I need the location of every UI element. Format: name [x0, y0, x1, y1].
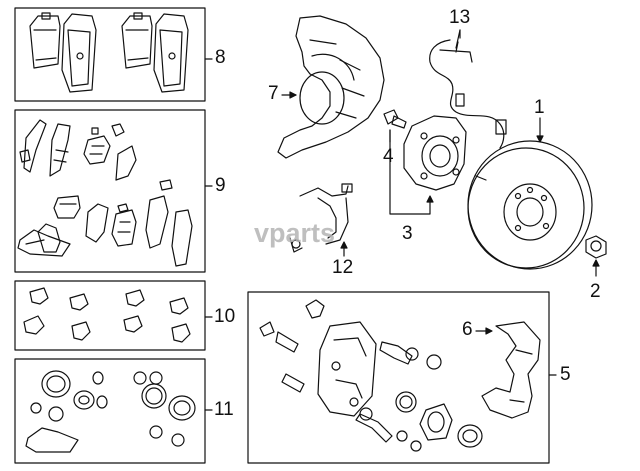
- callout-7: 7: [268, 83, 279, 104]
- shim-icon: [17, 119, 193, 267]
- hub-bolt-icon: [383, 109, 407, 129]
- watermark-logo: vparts: [254, 218, 335, 249]
- abs-sensor-icon: [429, 29, 507, 149]
- brake-pad-icon: [29, 12, 189, 93]
- callout-13: 13: [449, 7, 471, 28]
- callout-10: 10: [214, 306, 236, 327]
- brake-hose-icon: [289, 183, 353, 253]
- seal-kit-icon: [25, 370, 196, 453]
- callout-1: 1: [534, 97, 545, 118]
- callout-12: 12: [332, 257, 354, 278]
- dust-shield-icon: [277, 15, 385, 159]
- lug-nut-icon: [585, 235, 607, 259]
- callout-2: 2: [590, 281, 601, 302]
- callout-8: 8: [215, 47, 226, 68]
- caliper-bracket-icon: [481, 321, 541, 419]
- callout-11: 11: [214, 399, 234, 420]
- pad-set-box: [14, 7, 206, 102]
- caliper-box: [247, 291, 550, 464]
- callout-6: 6: [462, 319, 473, 340]
- hub-bearing-icon: [403, 115, 467, 191]
- clip-kit-box: [14, 280, 206, 351]
- shim-kit-box: [14, 109, 206, 273]
- brake-rotor-icon: [467, 140, 593, 270]
- seal-kit-box: [14, 358, 206, 464]
- callout-4: 4: [383, 146, 394, 167]
- callout-5: 5: [560, 364, 571, 385]
- caliper-icon: [259, 299, 483, 452]
- clip-icon: [23, 287, 191, 343]
- callout-3: 3: [402, 223, 413, 244]
- watermark-text: vparts: [254, 218, 336, 248]
- callout-9: 9: [215, 175, 226, 196]
